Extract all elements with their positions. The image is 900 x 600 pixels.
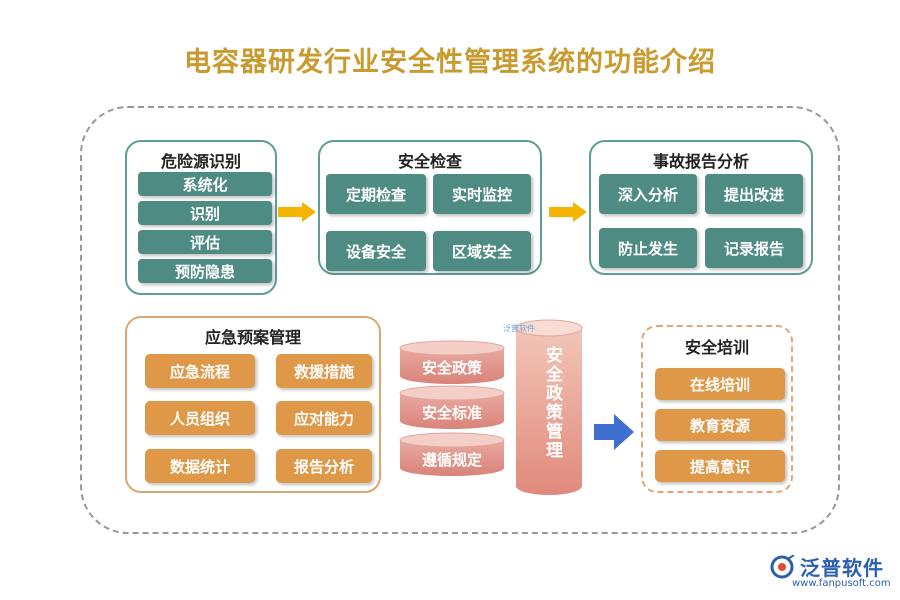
policy-cylinder — [399, 340, 505, 384]
hazard-item: 预防隐患 — [138, 259, 272, 283]
logo-icon — [770, 554, 795, 578]
watermark-logo: 泛普软件 — [503, 324, 535, 333]
arrow-right-icon — [549, 202, 587, 222]
safety-check-item: 设备安全 — [326, 231, 426, 271]
policy-mgmt-label: 安全政策管理 — [542, 346, 562, 460]
accident-item: 提出改进 — [705, 174, 803, 214]
training-item: 提高意识 — [655, 450, 785, 482]
policy-stack-label: 遵循规定 — [421, 451, 482, 469]
safety-check-title: 安全检查 — [397, 152, 462, 171]
safety-check-item: 区域安全 — [433, 231, 531, 271]
brand-logo: 泛普软件 — [770, 552, 884, 581]
emergency-item: 报告分析 — [276, 449, 372, 483]
accident-item: 防止发生 — [599, 228, 697, 268]
policy-stack-label: 安全标准 — [421, 404, 482, 422]
hazard-item: 评估 — [138, 230, 272, 254]
arrow-right-icon — [594, 414, 634, 450]
training-panel: 安全培训 在线培训 教育资源 提高意识 — [641, 325, 793, 493]
hazard-item: 识别 — [138, 201, 272, 225]
accident-item: 记录报告 — [705, 228, 803, 268]
logo-url: www.fanpusoft.com — [792, 578, 891, 589]
emergency-item: 应急流程 — [145, 354, 255, 388]
safety-check-item: 定期检查 — [326, 174, 426, 214]
emergency-item: 救援措施 — [276, 354, 372, 388]
policy-mgmt-cylinder — [515, 319, 583, 495]
hazard-title: 危险源识别 — [160, 152, 241, 171]
safety-check-panel: 安全检查 定期检查 实时监控 设备安全 区域安全 — [318, 140, 542, 275]
emergency-title: 应急预案管理 — [204, 328, 301, 347]
arrow-right-icon — [278, 202, 316, 222]
hazard-item: 系统化 — [138, 172, 272, 196]
accident-item: 深入分析 — [599, 174, 697, 214]
policy-cylinder — [399, 385, 505, 429]
training-title: 安全培训 — [684, 338, 749, 357]
policy-cylinder — [399, 432, 505, 476]
accident-panel: 事故报告分析 深入分析 提出改进 防止发生 记录报告 — [589, 140, 813, 275]
logo-name: 泛普软件 — [800, 556, 884, 580]
emergency-panel: 应急预案管理 应急流程 救援措施 人员组织 应对能力 数据统计 报告分析 — [125, 316, 381, 493]
emergency-item: 人员组织 — [145, 401, 255, 435]
training-item: 教育资源 — [655, 409, 785, 441]
safety-check-item: 实时监控 — [433, 174, 531, 214]
page-title: 电容器研发行业安全性管理系统的功能介绍 — [184, 47, 716, 78]
accident-title: 事故报告分析 — [652, 152, 749, 171]
emergency-item: 应对能力 — [276, 401, 372, 435]
policy-stack-label: 安全政策 — [421, 359, 482, 377]
training-item: 在线培训 — [655, 368, 785, 400]
hazard-panel: 危险源识别 系统化 识别 评估 预防隐患 — [125, 140, 277, 295]
emergency-item: 数据统计 — [145, 449, 255, 483]
outer-dashed-frame — [80, 106, 840, 534]
